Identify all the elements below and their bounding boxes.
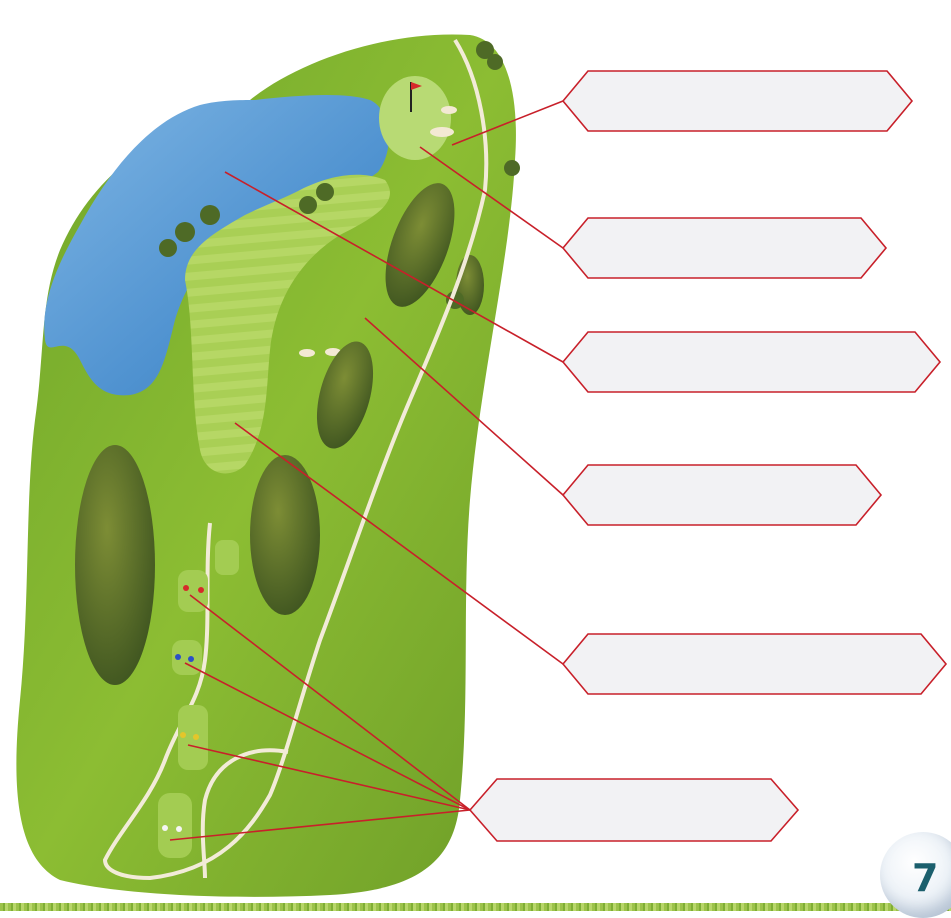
bunker: [430, 127, 454, 137]
tree-cluster: [250, 455, 320, 615]
page-number: 7: [912, 856, 938, 900]
label-water-hazard: [563, 332, 940, 392]
tree-cluster: [75, 445, 155, 685]
label-tee-boxes: [470, 779, 798, 841]
putting-green: [379, 76, 451, 160]
label-rough: [563, 465, 881, 525]
grass-strip: [0, 903, 951, 911]
bunker: [299, 349, 315, 357]
label-green: [563, 71, 912, 131]
tee-box: [158, 793, 192, 858]
bunker: [441, 106, 457, 114]
tee-box: [215, 540, 239, 575]
label-fairway: [563, 634, 946, 694]
label-bunker: [563, 218, 886, 278]
